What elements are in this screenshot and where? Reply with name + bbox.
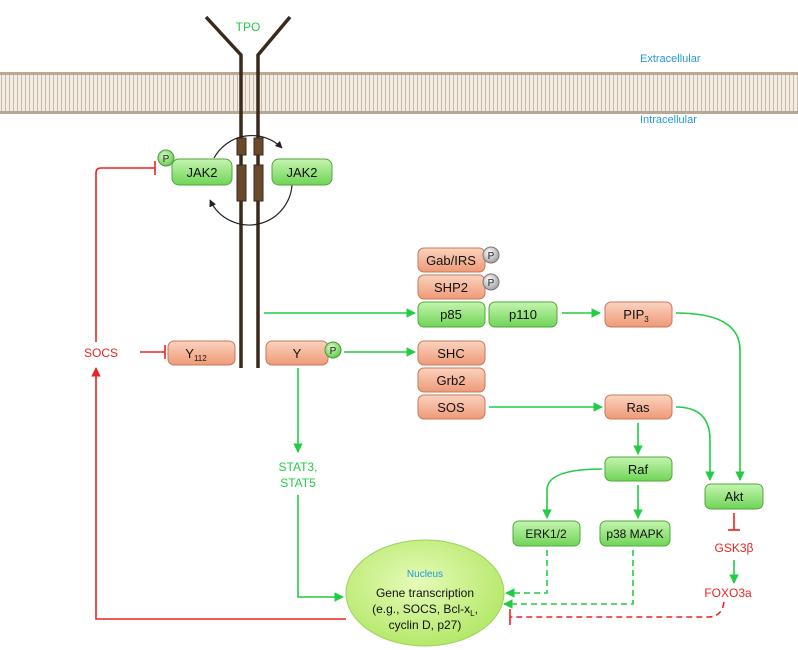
nucleus-title: Nucleus: [407, 569, 443, 580]
pip3-subscript: 3: [644, 315, 649, 324]
p38-label: p38 MAPK: [606, 527, 663, 541]
phospho-gab: P: [482, 246, 500, 264]
p85-label: p85: [440, 307, 462, 322]
jak2-left-box: JAK2: [171, 158, 233, 186]
shc-box: SHC: [417, 340, 486, 366]
nucleus-line2-subscript: L: [470, 609, 475, 618]
phospho-gab-label: P: [488, 251, 495, 262]
extracellular-label: Extracellular: [640, 53, 701, 65]
transphosphorylation-arrows: [209, 135, 293, 226]
arrow-pip3-to-akt: [675, 312, 745, 481]
receptor-jak-binding-domains: [236, 137, 264, 202]
p85-box: p85: [417, 301, 486, 328]
arrow-stat-to-nucleus: [297, 495, 344, 602]
cell-membrane: [0, 72, 798, 114]
nucleus-line3: cyclin D, p27): [389, 618, 462, 632]
tpo-receptor: [204, 15, 292, 368]
socs-label: SOCS: [84, 346, 118, 360]
stat5-label: STAT5: [280, 476, 316, 490]
sos-box: SOS: [417, 394, 486, 420]
pip3-label: PIP: [623, 307, 644, 322]
akt-label: Akt: [725, 489, 744, 504]
grb2-box: Grb2: [417, 367, 486, 393]
inhibit-foxo-nucleus: [510, 601, 725, 618]
svg-text:PIP3: PIP3: [623, 307, 649, 324]
nucleus-line2a: (e.g., SOCS, Bcl-x: [372, 602, 470, 616]
arrow-nucleus-to-socs: [91, 367, 346, 620]
raf-box: Raf: [604, 456, 673, 482]
arrow-ras-to-akt: [675, 406, 715, 481]
erk-label: ERK1/2: [525, 527, 567, 541]
ras-box: Ras: [604, 394, 673, 420]
nucleus: Nucleus Gene transcription (e.g., SOCS, …: [345, 539, 505, 647]
gsk3b-label: GSK3β: [715, 541, 754, 555]
raf-label: Raf: [628, 462, 649, 477]
svg-text:(e.g., SOCS, Bcl-xL,: (e.g., SOCS, Bcl-xL,: [372, 602, 478, 618]
akt-box: Akt: [704, 483, 764, 510]
jak2-right-box: JAK2: [271, 158, 333, 186]
gab-irs-label: Gab/IRS: [426, 253, 476, 268]
grb2-label: Grb2: [437, 373, 466, 388]
shp2-box: SHP2: [417, 274, 486, 300]
jak2-right-label: JAK2: [286, 165, 317, 180]
arrow-erk-to-nucleus: [505, 550, 548, 598]
inhibit-socs-jak2: [95, 167, 155, 342]
pip3-box: PIP3: [604, 301, 673, 328]
svg-text:Y112: Y112: [185, 346, 207, 363]
erk-box: ERK1/2: [512, 520, 581, 547]
phospho-y-label: P: [330, 346, 337, 357]
nucleus-line2b: ,: [475, 602, 478, 616]
phospho-y: P: [324, 341, 342, 359]
phospho-jak2-label: P: [163, 154, 170, 165]
y112-subscript: 112: [194, 354, 207, 363]
p110-label: p110: [509, 307, 537, 322]
ras-label: Ras: [626, 400, 650, 415]
y-phospho-box: Y: [265, 340, 329, 366]
gab-irs-box: Gab/IRS: [417, 247, 486, 273]
shp2-label: SHP2: [434, 280, 468, 295]
stat3-label: STAT3,: [279, 460, 318, 474]
arrow-p38-to-nucleus: [503, 550, 634, 609]
phospho-jak2: P: [157, 149, 175, 167]
tpo-label: TPO: [236, 20, 261, 34]
phospho-shp2-label: P: [488, 278, 495, 289]
y112-label: Y: [185, 346, 194, 361]
shc-label: SHC: [437, 346, 464, 361]
arrow-raf-to-erk: [542, 468, 603, 519]
intracellular-label: Intracellular: [640, 114, 697, 126]
nucleus-line1: Gene transcription: [376, 586, 474, 600]
y-phospho-label: Y: [293, 346, 302, 361]
jak2-left-label: JAK2: [186, 165, 217, 180]
foxo3a-label: FOXO3a: [704, 586, 752, 600]
p38-box: p38 MAPK: [599, 520, 671, 547]
y112-box: Y112: [167, 340, 236, 366]
phospho-shp2: P: [482, 273, 500, 291]
sos-label: SOS: [437, 400, 465, 415]
p110-box: p110: [488, 301, 558, 328]
